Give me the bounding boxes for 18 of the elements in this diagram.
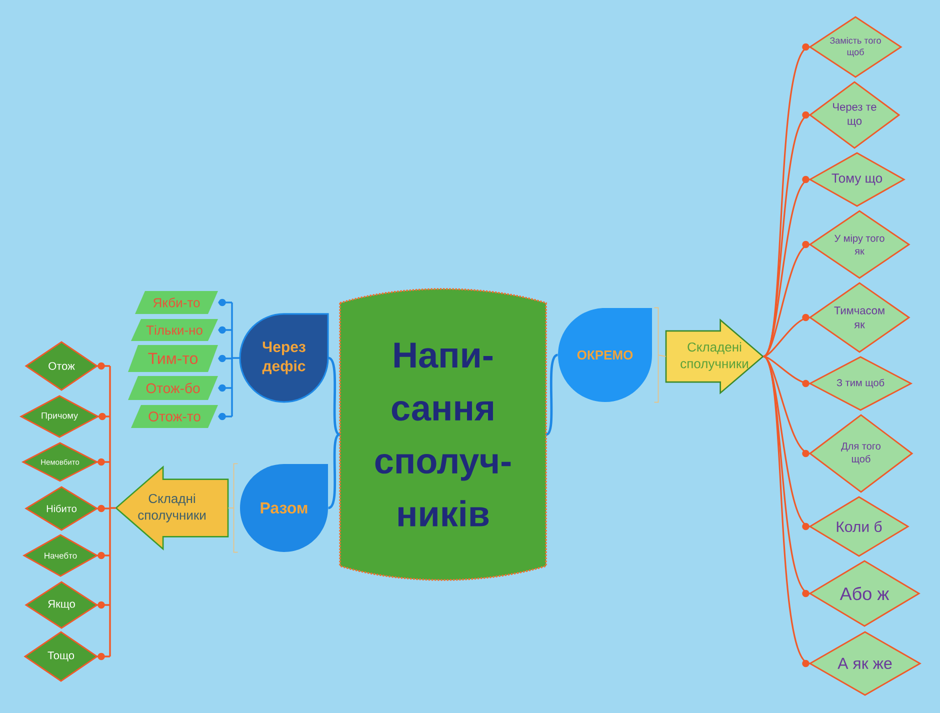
topic-bubble: ОКРЕМО bbox=[558, 308, 652, 402]
word-tag: Отож-бо bbox=[128, 376, 218, 400]
topic-box: Напи- сання сполуч- ників bbox=[339, 288, 547, 581]
bracket-connector bbox=[228, 463, 238, 553]
word-tag: Отож-то bbox=[131, 404, 218, 428]
word-tag: Тим-то bbox=[128, 344, 218, 372]
connector bbox=[328, 433, 340, 510]
connector bbox=[546, 354, 558, 436]
connector bbox=[328, 356, 340, 436]
topic-bubble: Разом bbox=[240, 464, 328, 552]
word-tag: Якби-то bbox=[135, 291, 218, 314]
topic-bubble: Через дефіс bbox=[239, 313, 329, 403]
branch-line bbox=[109, 365, 117, 658]
branch-line bbox=[231, 302, 241, 418]
arrow-box: Складені сполучники bbox=[665, 318, 764, 394]
arrow-box: Складні сполучники bbox=[114, 466, 229, 550]
bracket-connector bbox=[654, 307, 666, 403]
word-tag: Тільки-но bbox=[131, 319, 218, 341]
